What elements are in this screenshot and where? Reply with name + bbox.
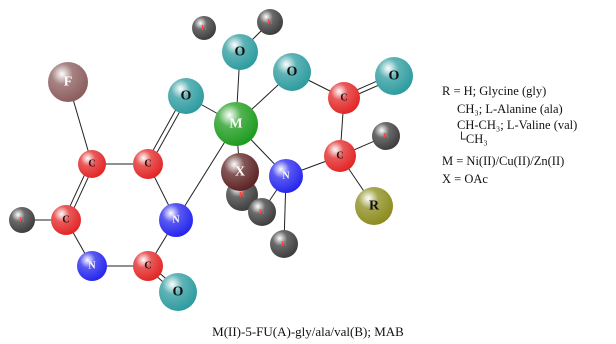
atom-x: X bbox=[221, 153, 259, 191]
atom-o4: O bbox=[273, 53, 311, 91]
atom-h6-sphere bbox=[248, 198, 276, 226]
atom-o1-label: O bbox=[181, 89, 192, 104]
atom-n2-label: N bbox=[88, 261, 96, 272]
legend-line-valine-methyl: └CH₃ bbox=[457, 132, 488, 146]
atom-h7-sphere bbox=[270, 230, 298, 258]
atom-r-label: R bbox=[369, 199, 380, 214]
atom-h4-label: H bbox=[239, 191, 245, 199]
atom-o1-sphere bbox=[168, 78, 204, 114]
atom-o3-label: O bbox=[235, 45, 246, 60]
atom-c1-sphere bbox=[78, 150, 106, 178]
atom-h7: H bbox=[270, 230, 298, 258]
atom-c6-sphere bbox=[324, 140, 356, 172]
atom-f: F bbox=[48, 62, 88, 102]
atom-m: M bbox=[214, 102, 258, 146]
atom-o2-sphere bbox=[159, 273, 197, 311]
atom-n3-label: N bbox=[282, 171, 290, 182]
atom-n1-label: N bbox=[172, 215, 180, 226]
atom-c3-sphere bbox=[51, 205, 81, 235]
atom-n1-sphere bbox=[159, 203, 193, 237]
atom-c4: C bbox=[133, 251, 163, 281]
atom-o3: O bbox=[222, 34, 258, 70]
atom-h1-sphere bbox=[192, 16, 216, 40]
atom-o5-label: O bbox=[389, 69, 400, 84]
atom-o3-sphere bbox=[222, 34, 258, 70]
atom-c5-label: C bbox=[340, 93, 347, 104]
atom-c2-sphere bbox=[133, 149, 163, 179]
atom-n2-sphere bbox=[77, 251, 107, 281]
atom-f-label: F bbox=[64, 75, 73, 90]
atom-n1: N bbox=[159, 203, 193, 237]
atom-n3: N bbox=[269, 159, 303, 193]
atom-h2: H bbox=[9, 207, 35, 233]
atom-n3-sphere bbox=[269, 159, 303, 193]
legend-line-metal: M = Ni(II)/Cu(II)/Zn(II) bbox=[442, 154, 565, 168]
atom-h1-label: H bbox=[201, 24, 207, 32]
atom-layer: F C C O H C N N H C O M O H H X O C O N C H R H H bbox=[9, 9, 413, 311]
atom-c6-label: C bbox=[336, 151, 343, 162]
atom-c2: C bbox=[133, 149, 163, 179]
atom-h3-sphere bbox=[257, 9, 283, 35]
atom-c1: C bbox=[78, 150, 106, 178]
atom-o4-sphere bbox=[273, 53, 311, 91]
atom-o4-label: O bbox=[287, 65, 298, 80]
atom-h3: H bbox=[257, 9, 283, 35]
atom-x-label: X bbox=[235, 165, 245, 180]
atom-r: R bbox=[355, 187, 393, 225]
atom-h2-sphere bbox=[9, 207, 35, 233]
atom-o2: O bbox=[159, 273, 197, 311]
legend-line-x: X = OAc bbox=[442, 172, 488, 186]
legend: R = H; Glycine (gly) CH₃; L-Alanine (ala… bbox=[442, 82, 577, 188]
atom-o1: O bbox=[168, 78, 204, 114]
atom-h6-label: H bbox=[259, 208, 265, 216]
atom-h5-sphere bbox=[372, 122, 400, 150]
atom-h6: H bbox=[248, 198, 276, 226]
atom-c1-label: C bbox=[88, 159, 95, 170]
legend-line-alanine: CH₃; L-Alanine (ala) bbox=[457, 102, 563, 116]
atom-o5: O bbox=[375, 57, 413, 95]
atom-h7-label: H bbox=[281, 240, 287, 248]
atom-c4-sphere bbox=[133, 251, 163, 281]
atom-c4-label: C bbox=[144, 261, 151, 272]
atom-x-sphere bbox=[221, 153, 259, 191]
atom-r-sphere bbox=[355, 187, 393, 225]
atom-h1: H bbox=[192, 16, 216, 40]
atom-o5-sphere bbox=[375, 57, 413, 95]
atom-m-sphere bbox=[214, 102, 258, 146]
atom-c5-sphere bbox=[328, 82, 360, 114]
atom-f-sphere bbox=[48, 62, 88, 102]
figure-caption: M(II)-5-FU(A)-gly/ala/val(B); MAB bbox=[212, 324, 404, 339]
atom-c2-label: C bbox=[144, 159, 151, 170]
atom-m-label: M bbox=[229, 117, 242, 132]
atom-c3-label: C bbox=[62, 215, 69, 226]
atom-h2-label: H bbox=[19, 216, 25, 224]
atom-o2-label: O bbox=[173, 285, 184, 300]
atom-h5: H bbox=[372, 122, 400, 150]
legend-line-valine: CH-CH₃; L-Valine (val) bbox=[457, 118, 578, 132]
atom-c5: C bbox=[328, 82, 360, 114]
atom-c3: C bbox=[51, 205, 81, 235]
atom-n2: N bbox=[77, 251, 107, 281]
atom-c6: C bbox=[324, 140, 356, 172]
atom-h5-label: H bbox=[383, 132, 389, 140]
legend-line-glycine: R = H; Glycine (gly) bbox=[442, 84, 547, 98]
atom-h3-label: H bbox=[267, 18, 273, 26]
